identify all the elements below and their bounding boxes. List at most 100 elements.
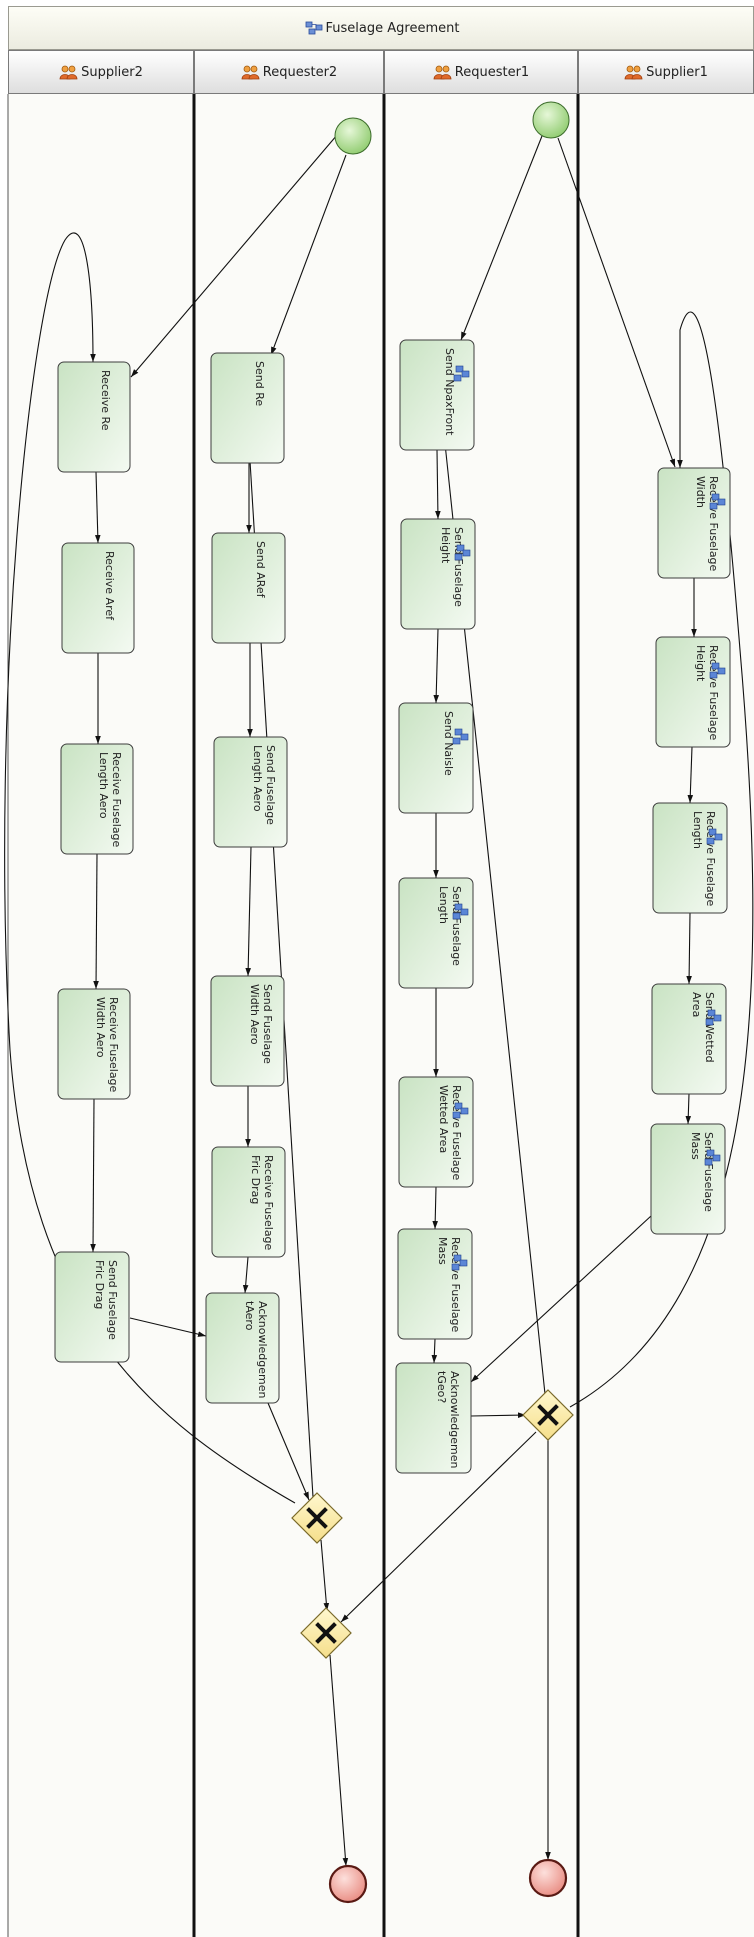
task-s1_3[interactable]: Receive FuselageLength <box>652 802 728 914</box>
service-task-icon <box>452 1102 469 1119</box>
task-box[interactable] <box>213 736 288 848</box>
pool-title: Fuselage Agreement <box>9 13 754 43</box>
exclusive-gateway[interactable] <box>291 1492 343 1544</box>
task-label: AcknowledgementGeo? <box>435 1371 461 1468</box>
service-task-icon <box>452 728 469 745</box>
task-box[interactable] <box>398 702 474 814</box>
sequence-flow <box>242 1256 249 1294</box>
start-event[interactable] <box>334 117 372 155</box>
task-r2_6[interactable]: AcknowledgementAero <box>205 1292 280 1404</box>
task-box[interactable] <box>397 1228 473 1340</box>
task-r2_1[interactable]: Send Re <box>210 352 285 464</box>
sequence-flow <box>686 912 692 985</box>
sequence-flow <box>433 628 440 704</box>
sequence-flow <box>320 1539 330 1612</box>
task-r1_6[interactable]: Receive FuselageMass <box>397 1228 473 1340</box>
task-r2_5[interactable]: Receive FuselageFric Drag <box>211 1146 286 1258</box>
sequence-flow <box>685 1093 692 1125</box>
task-label: Receive FuselageWidth Aero <box>94 997 120 1093</box>
task-label: Send WettedArea <box>690 992 716 1063</box>
task-box[interactable] <box>398 1076 474 1188</box>
x-marker-icon <box>315 1622 337 1644</box>
task-label: Send ARef <box>254 541 267 599</box>
task-s1_1[interactable]: Receive FuselageWidth <box>657 467 731 579</box>
task-s2_3[interactable]: Receive FuselageLength Aero <box>60 743 134 855</box>
task-box[interactable] <box>400 518 476 630</box>
lane-label-requester2: Requester2 <box>262 64 338 80</box>
participant-icon <box>241 65 260 80</box>
lane-header-requester1: Requester1 <box>384 50 578 94</box>
task-box[interactable] <box>399 339 475 451</box>
service-task-icon <box>705 1009 722 1026</box>
sequence-flow <box>432 1186 438 1230</box>
task-s2_4[interactable]: Receive FuselageWidth Aero <box>57 988 131 1100</box>
task-label: Receive Aref <box>103 551 116 621</box>
task-label: Send FuselageFric Drag <box>93 1260 119 1340</box>
service-task-icon <box>706 828 723 845</box>
sequence-flow <box>94 471 101 544</box>
task-s2_2[interactable]: Receive Aref <box>61 542 135 654</box>
gateways <box>291 1389 574 1659</box>
service-task-icon <box>709 493 726 510</box>
task-box[interactable] <box>655 636 731 748</box>
task-box[interactable] <box>205 1292 280 1404</box>
sequence-flow <box>93 853 99 990</box>
task-r1_5[interactable]: Receive FuselageWetted Area <box>398 1076 474 1188</box>
task-box[interactable] <box>60 743 134 855</box>
task-box[interactable] <box>61 542 135 654</box>
task-r1_4[interactable]: Send FuselageLength <box>398 877 474 989</box>
task-box[interactable] <box>210 352 285 464</box>
task-r2_3[interactable]: Send FuselageLength Aero <box>213 736 288 848</box>
task-s2_1[interactable]: Receive Re <box>57 361 131 473</box>
task-s2_5[interactable]: Send FuselageFric Drag <box>54 1251 130 1363</box>
task-s1_5[interactable]: Send FuselageMass <box>650 1123 726 1235</box>
lane-label-supplier2: Supplier2 <box>81 64 143 80</box>
sequence-flow <box>270 154 347 356</box>
task-box[interactable] <box>652 802 728 914</box>
end-event[interactable] <box>528 1858 568 1898</box>
task-r1_7[interactable]: AcknowledgementGeo? <box>395 1362 472 1474</box>
task-label: AcknowledgementAero <box>243 1301 269 1398</box>
task-label: Send FuselageWidth Aero <box>248 984 274 1064</box>
task-box[interactable] <box>57 361 131 473</box>
task-label: Receive FuselageFric Drag <box>249 1155 275 1251</box>
sequence-flow <box>687 746 694 804</box>
start-event[interactable] <box>532 101 570 139</box>
sequence-flow <box>4 232 296 1504</box>
sequence-flow <box>470 1215 652 1383</box>
events <box>328 101 570 1904</box>
task-r1_2[interactable]: Send FuselageHeight <box>400 518 476 630</box>
sequence-flow <box>569 311 754 1408</box>
task-box[interactable] <box>210 975 285 1087</box>
participant-icon <box>624 65 643 80</box>
sequence-flow <box>460 135 543 341</box>
sequence-flow <box>340 1431 537 1623</box>
task-label: Receive FuselageLength Aero <box>97 752 123 848</box>
task-s1_4[interactable]: Send WettedArea <box>651 983 727 1095</box>
task-box[interactable] <box>650 1123 726 1235</box>
task-r1_3[interactable]: Send Naisle <box>398 702 474 814</box>
end-event[interactable] <box>328 1864 368 1904</box>
task-label: Send Naisle <box>442 711 455 776</box>
task-box[interactable] <box>398 877 474 989</box>
task-r1_1[interactable]: Send NpaxFront <box>399 339 475 451</box>
task-label: Send FuselageLength Aero <box>251 745 277 825</box>
sequence-flow <box>130 127 344 378</box>
sequence-flow <box>245 846 252 977</box>
service-task-icon <box>704 1149 721 1166</box>
task-box[interactable] <box>395 1362 472 1474</box>
exclusive-gateway[interactable] <box>300 1607 352 1659</box>
exclusive-gateway[interactable] <box>522 1389 574 1441</box>
task-label: Send NpaxFront <box>443 348 456 436</box>
task-box[interactable] <box>54 1251 130 1363</box>
task-box[interactable] <box>211 1146 286 1258</box>
task-box[interactable] <box>651 983 727 1095</box>
sequence-flow <box>470 1412 527 1418</box>
task-r2_4[interactable]: Send FuselageWidth Aero <box>210 975 285 1087</box>
task-box[interactable] <box>211 532 286 644</box>
task-label: Send Re <box>253 361 266 406</box>
task-s1_2[interactable]: Receive FuselageHeight <box>655 636 731 748</box>
task-r2_2[interactable]: Send ARef <box>211 532 286 644</box>
task-box[interactable] <box>57 988 131 1100</box>
